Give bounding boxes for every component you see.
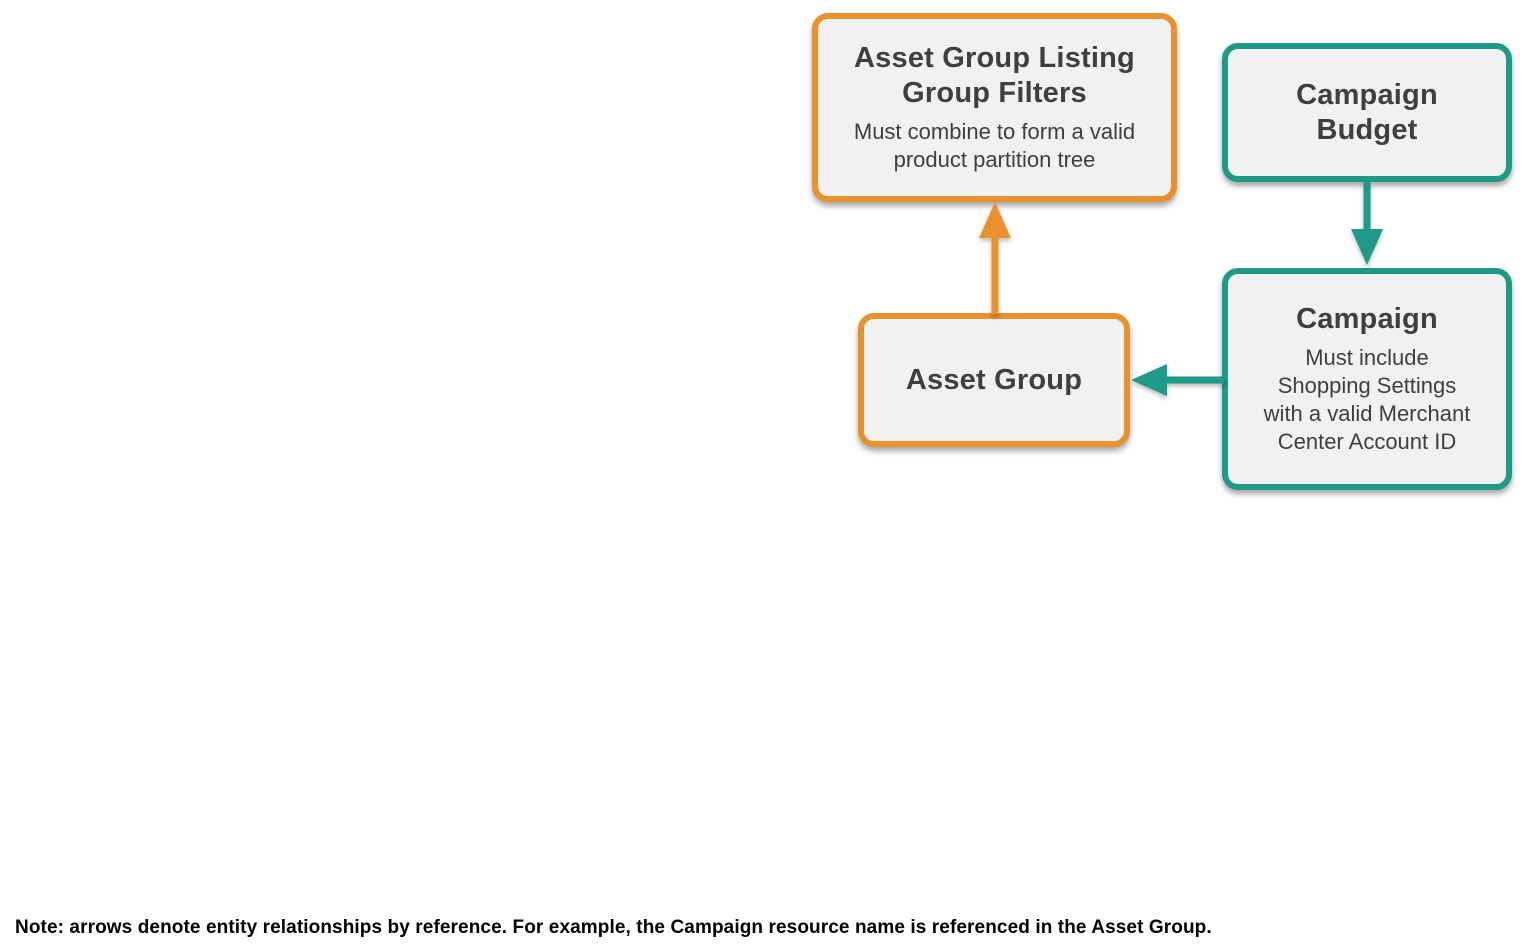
node-asset-group: Asset Group <box>858 313 1130 447</box>
arrow-up-asset-group-to-listing-group-filters <box>979 202 1011 314</box>
node-title: Campaign <box>1296 303 1438 335</box>
node-asset-group-listing-group-filters: Asset Group Listing Group Filters Must c… <box>812 13 1177 202</box>
node-title: Asset Group <box>905 363 1083 396</box>
node-campaign: Campaign Must include Shopping Settings … <box>1222 268 1512 490</box>
arrow-down-campaign-budget-to-campaign <box>1351 182 1383 265</box>
node-title: Campaign Budget <box>1296 78 1438 146</box>
node-title: Asset Group Listing Group Filters <box>854 42 1135 109</box>
footnote: Note: arrows denote entity relationships… <box>15 917 1212 938</box>
arrow-left-campaign-to-asset-group <box>1131 364 1224 396</box>
node-subtitle: Must combine to form a valid product par… <box>853 119 1136 172</box>
node-subtitle: Must include Shopping Settings with a va… <box>1263 345 1471 454</box>
node-campaign-budget: Campaign Budget <box>1222 43 1512 182</box>
